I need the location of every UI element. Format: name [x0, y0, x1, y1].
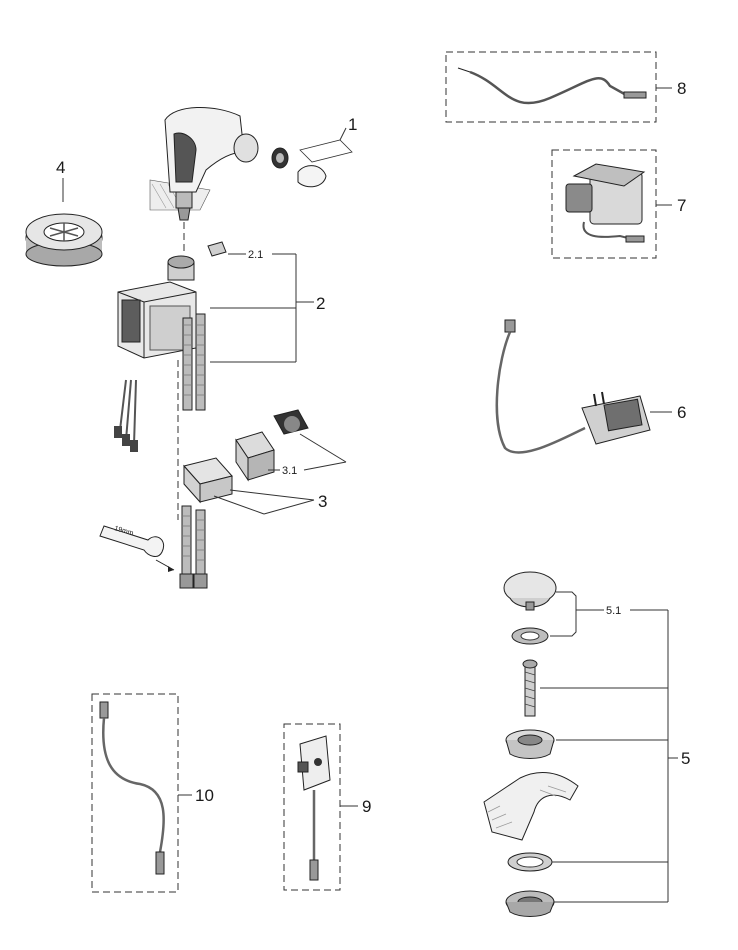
callout-3-1: 3.1 [282, 465, 297, 477]
wrench [99, 525, 164, 557]
part-2-control-unit: 2.1 2 [114, 241, 325, 520]
part-3-battery-compartment: 3.1 3 [183, 409, 347, 515]
part-6-cable [495, 331, 586, 454]
callout-2-1: 2.1 [248, 249, 263, 261]
part-7-battery-pack: 7 [551, 149, 686, 259]
part-9-sensor: 9 [283, 723, 371, 891]
callout-2: 2 [316, 294, 325, 313]
callout-5-1: 5.1 [606, 605, 621, 617]
part-6-power-supply: 6 [495, 319, 686, 454]
wrench-and-hoses: 19mm [99, 505, 208, 589]
callout-6: 6 [677, 403, 686, 422]
faucet-body [149, 107, 259, 252]
callout-7: 7 [677, 196, 686, 215]
part-8-box [445, 51, 657, 123]
callout-1: 1 [348, 115, 357, 134]
part-1-connector: 1 [271, 115, 357, 188]
callout-4: 4 [56, 158, 65, 177]
part-4-aerator: 4 [25, 158, 103, 267]
callout-8: 8 [677, 79, 686, 98]
callout-9: 9 [362, 797, 371, 816]
callout-10: 10 [195, 786, 214, 805]
part-10-cable: 10 [91, 693, 214, 893]
part-9-box [283, 723, 341, 891]
callout-5: 5 [681, 749, 690, 768]
part-8-plug-right [623, 91, 647, 99]
part-8-extension-cable: 8 [445, 51, 686, 123]
part-7-box [551, 149, 657, 259]
part-8-plug-left [457, 67, 471, 73]
part-5-drain-assembly: 5.1 5 [483, 571, 690, 917]
part-2-1-clip [207, 241, 227, 257]
part-8-wire [469, 70, 629, 105]
part-10-box [91, 693, 179, 893]
callout-3: 3 [318, 492, 327, 511]
